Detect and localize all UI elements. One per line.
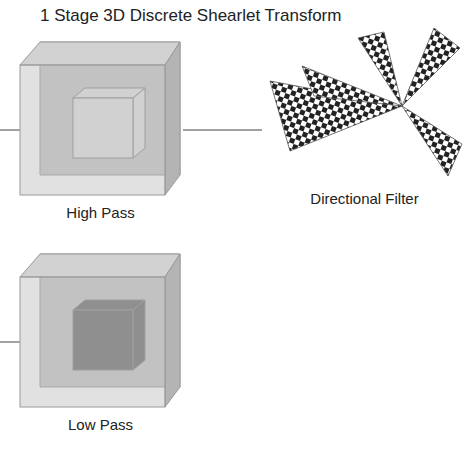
input-line [0, 130, 20, 131]
cube-box: High Pass [18, 38, 183, 226]
connector-line [183, 130, 262, 131]
filter-wedge [402, 28, 460, 106]
node-label: Low Pass [18, 416, 183, 434]
filter-figure: Directional Filter [262, 26, 467, 212]
input-line [0, 342, 20, 343]
cube-illustration [18, 38, 183, 200]
filter-wedge [302, 66, 402, 106]
filter-wedge [402, 106, 462, 176]
cube-illustration [18, 250, 183, 412]
diagram-title: 1 Stage 3D Discrete Shearlet Transform [40, 6, 341, 26]
directional-filter-illustration [262, 26, 467, 186]
node-label: High Pass [18, 204, 183, 222]
node-label: Directional Filter [262, 190, 467, 208]
cube-box: Low Pass [18, 250, 183, 438]
